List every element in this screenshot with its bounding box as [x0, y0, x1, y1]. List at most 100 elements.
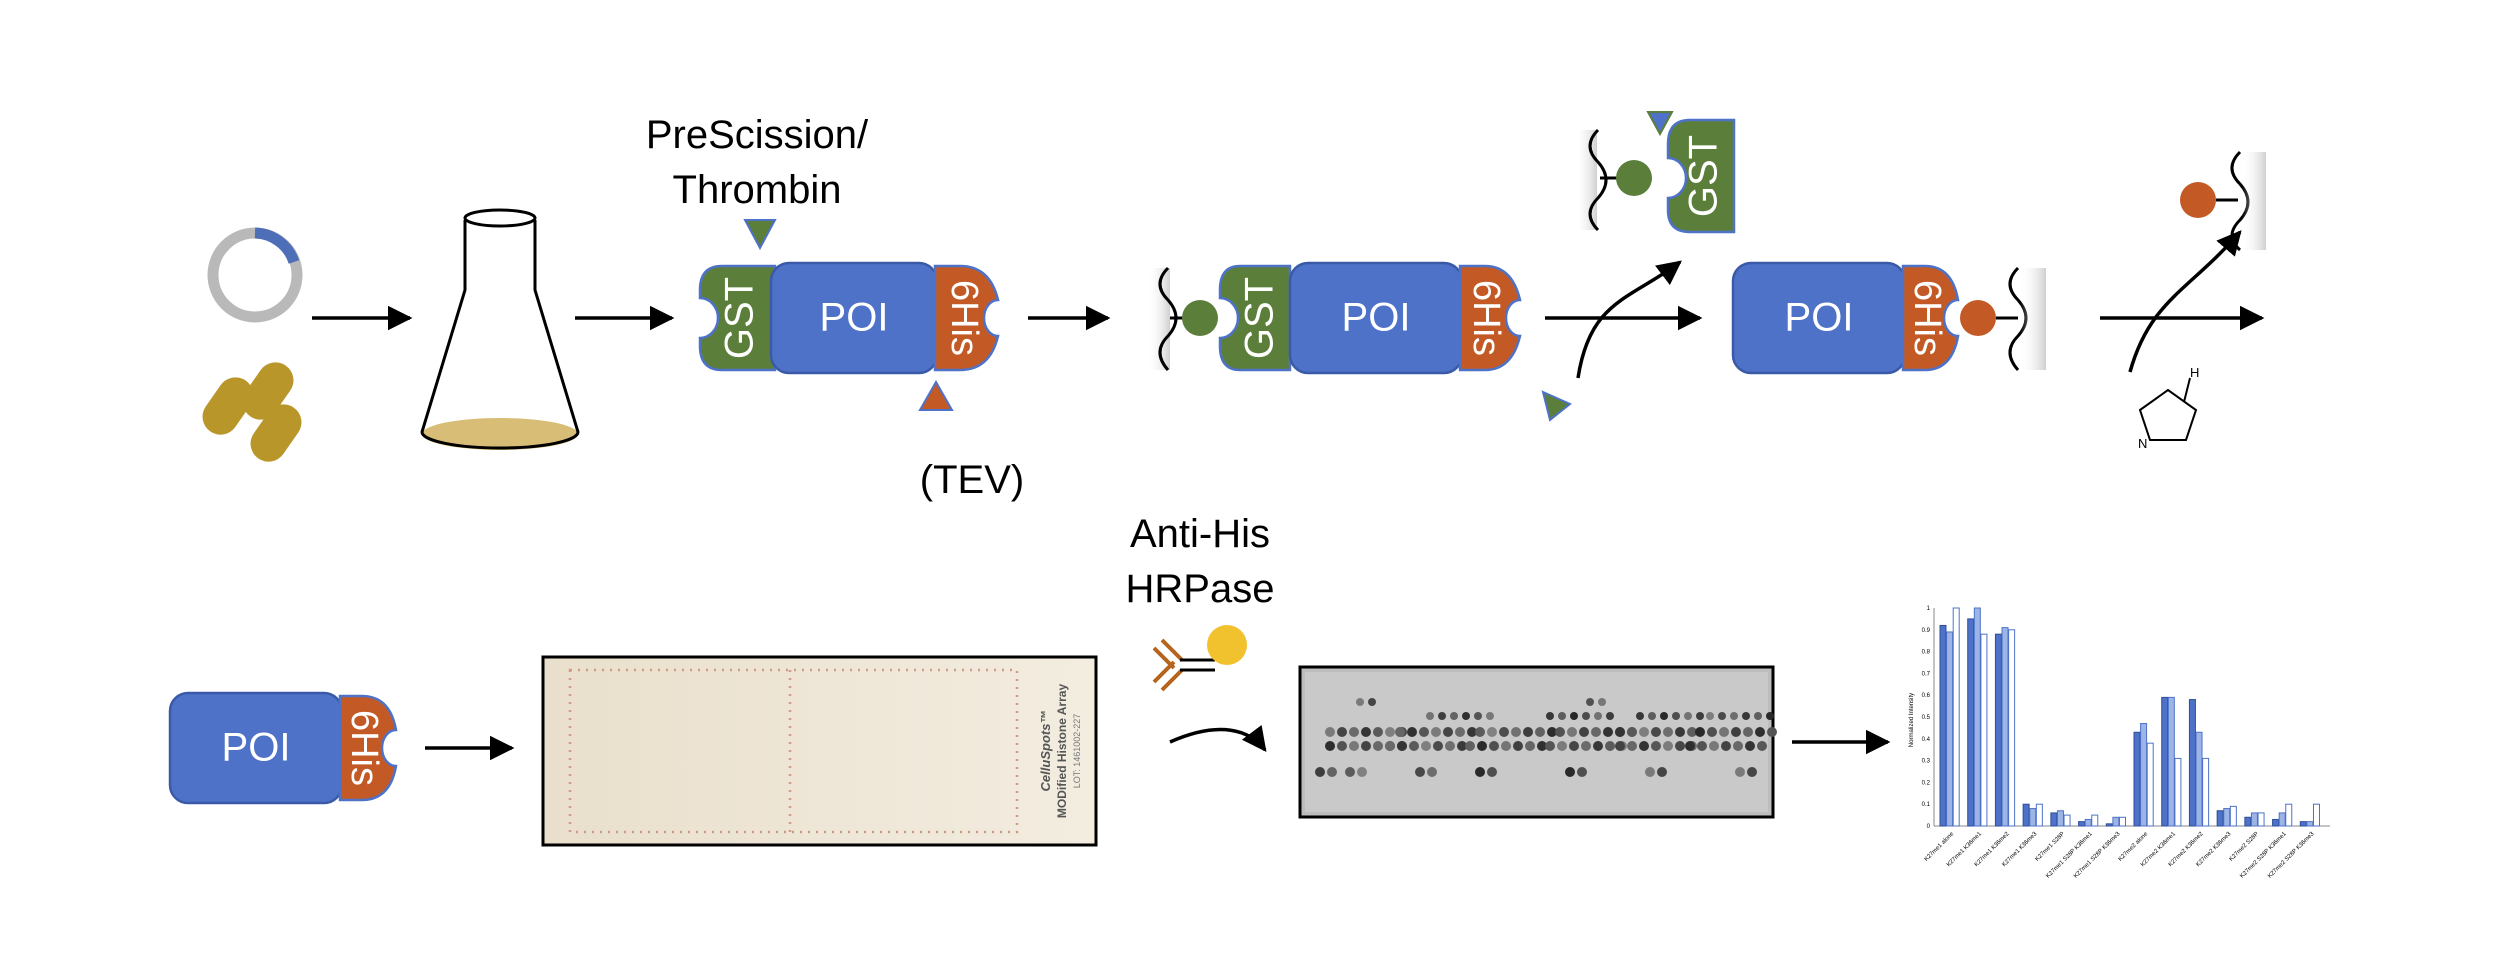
chart-bar — [2112, 816, 2120, 827]
blot-spot — [1721, 741, 1731, 751]
blot-spot — [1315, 767, 1325, 777]
released-gst: GST — [1575, 111, 1736, 234]
imidazole-icon: N H — [2138, 365, 2199, 451]
blot-spot — [1707, 727, 1717, 737]
blot-spot — [1651, 741, 1661, 751]
blot-spot — [1555, 727, 1565, 737]
chart-bar — [1973, 607, 1981, 827]
blot-spot — [1385, 741, 1395, 751]
blot-spot — [1645, 767, 1655, 777]
blot-spot — [1579, 727, 1589, 737]
blot-spot — [1475, 767, 1485, 777]
blot-spot — [1639, 741, 1649, 751]
poi-label-3: POI — [1785, 296, 1854, 340]
bound-poi-his: POI 6His — [1731, 261, 2046, 375]
antibody-label: Anti-His — [1130, 512, 1270, 556]
chart-y-tick-label: 0 — [1927, 824, 1931, 830]
blot-spot — [1397, 741, 1407, 751]
blot-spot — [1577, 767, 1587, 777]
blot-spot — [1757, 741, 1767, 751]
blot-spot — [1427, 767, 1437, 777]
blot-spot — [1567, 727, 1577, 737]
chart-bar — [2035, 803, 2043, 827]
histone-array-slide: CelluSpots™ MODified Histone Array LOT: … — [541, 655, 1098, 847]
blot-spot — [1523, 727, 1533, 737]
blot-spot — [1433, 741, 1443, 751]
blot-spot — [1557, 741, 1567, 751]
blot-spot — [1718, 712, 1726, 720]
tev-site-icon — [918, 379, 954, 411]
blot-spot — [1419, 727, 1429, 737]
blot-spot — [1586, 698, 1594, 706]
chart-bar — [2146, 742, 2154, 827]
chart-bar — [2244, 816, 2252, 827]
blot-spot — [1636, 712, 1644, 720]
slide-name: MODified Histone Array — [1055, 684, 1069, 819]
blot-spot — [1581, 741, 1591, 751]
chart-bar — [2312, 803, 2320, 827]
blot-spot — [1697, 741, 1707, 751]
detection-arrow — [1169, 725, 1267, 752]
blot-spot — [1415, 767, 1425, 777]
chart-bar — [2161, 696, 2169, 827]
blot-spot — [1409, 741, 1419, 751]
chart-bar — [2056, 810, 2064, 827]
cleavage-arrow — [1541, 260, 1703, 422]
bacteria-icon — [202, 362, 302, 462]
blot-spot — [1569, 741, 1579, 751]
chart-bar — [2118, 816, 2126, 827]
chart-y-tick-label: 0.3 — [1922, 759, 1931, 765]
blot-spot — [1513, 741, 1523, 751]
blot-spot — [1487, 767, 1497, 777]
blot-spot — [1603, 727, 1613, 737]
chart-bar — [2250, 812, 2258, 827]
chart-bar — [1952, 607, 1960, 827]
blot-spot — [1545, 741, 1555, 751]
blot-spot — [1356, 698, 1364, 706]
chart-bar — [2285, 803, 2293, 827]
blot-spot — [1455, 727, 1465, 737]
his-label-4: 6His — [343, 710, 385, 786]
blot-spot — [1657, 767, 1667, 777]
chart-bar — [1939, 624, 1947, 827]
blot-spot — [1499, 727, 1509, 737]
blot-spot — [1627, 741, 1637, 751]
blot-spot — [1511, 727, 1521, 737]
blot-spot — [1687, 727, 1697, 737]
chart-y-tick-label: 0.6 — [1922, 693, 1931, 699]
blot-spot — [1407, 727, 1417, 737]
blot-spot — [1361, 727, 1371, 737]
bar-chart: Normalized Intensity 00.10.20.30.40.50.6… — [1909, 606, 2330, 880]
flask-icon — [420, 208, 580, 450]
blot-spot — [1594, 712, 1602, 720]
chart-bar — [2105, 823, 2113, 827]
his-label: 6His — [943, 280, 985, 356]
blot-spot — [1742, 712, 1750, 720]
blot-spot — [1735, 767, 1745, 777]
blot-spot — [1486, 712, 1494, 720]
released-ni-bead — [2180, 150, 2266, 252]
blot-spot — [1598, 698, 1606, 706]
fusion-protein: PreScission/ Thrombin GST POI 6His (TEV) — [646, 113, 1024, 502]
blot-spot — [1766, 712, 1774, 720]
blot-spot — [1325, 741, 1335, 751]
chart-bar — [2195, 731, 2203, 827]
blot-spot — [1345, 767, 1355, 777]
blot-spot — [1591, 727, 1601, 737]
chart-y-tick-label: 0.8 — [1922, 650, 1931, 656]
chart-y-tick-label: 0.1 — [1922, 802, 1931, 808]
blot-spot — [1385, 727, 1395, 737]
svg-text:H: H — [2190, 365, 2199, 380]
blot-spot — [1615, 741, 1625, 751]
blot-spot — [1426, 712, 1434, 720]
chart-category-label: K27me2 S28P K36me3 — [2267, 831, 2316, 880]
blot-spot — [1421, 741, 1431, 751]
antibody-label-2: HRPase — [1126, 567, 1275, 611]
blot-spot — [1745, 741, 1755, 751]
protease-label-top: PreScission/ — [646, 113, 869, 157]
blot-spot — [1663, 741, 1673, 751]
blot-spot — [1754, 712, 1762, 720]
blot-spot — [1357, 767, 1367, 777]
blot-spot — [1525, 741, 1535, 751]
blot-spot — [1487, 727, 1497, 737]
